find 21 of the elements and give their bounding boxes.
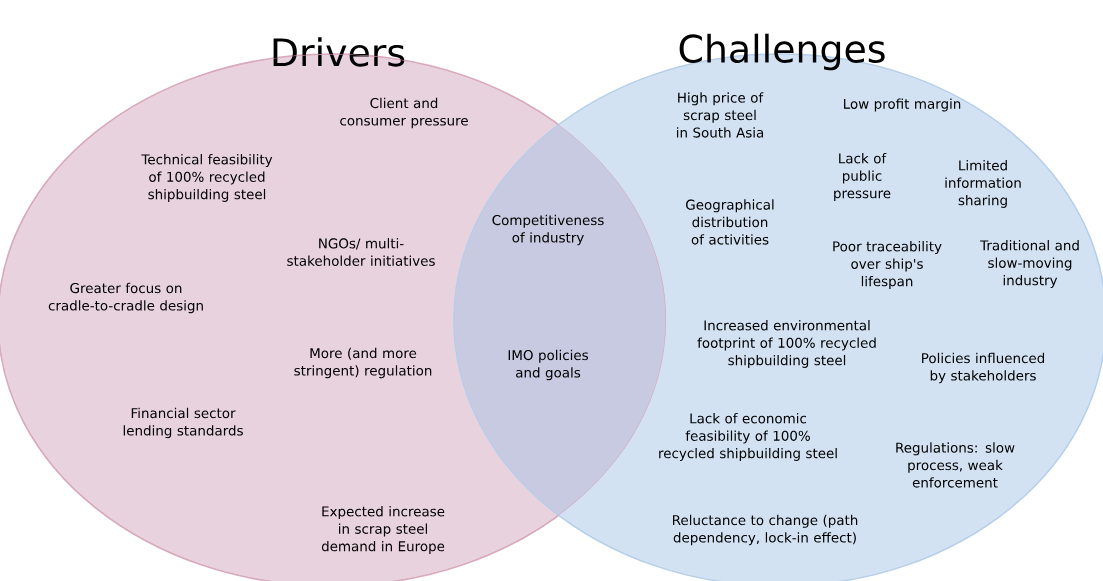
venn-label: Regulations: slow process, weak enforcement xyxy=(896,442,1015,488)
venn-label: More (and more stringent) regulation xyxy=(294,347,432,379)
venn-label: IMO policies and goals xyxy=(508,349,588,381)
venn-label: Client and consumer pressure xyxy=(340,97,468,129)
venn-label: Policies influenced by stakeholders xyxy=(922,352,1045,384)
venn-label: Financial sector lending standards xyxy=(123,407,243,439)
venn-label: High price of scrap steel in South Asia xyxy=(677,92,764,138)
venn-label: Greater focus on cradle-to-cradle design xyxy=(48,282,203,314)
venn-label: Limited information sharing xyxy=(945,160,1021,208)
venn-label: Lack of economic feasibility of 100% recycled shipbuilding steel xyxy=(659,413,837,461)
venn-label: Technical feasibility of 100% recycled shipbuilding steel xyxy=(141,154,273,202)
venn-label: Geographical distribution of activities xyxy=(686,199,774,245)
venn-label: Reluctance to change (path dependency, lock-in effect) xyxy=(673,514,858,546)
venn-label: NGOs/ multi-stakeholder initiatives xyxy=(287,238,435,266)
venn-label: Low profit margin xyxy=(844,98,961,112)
venn-label: Expected increase in scrap steel demand in Europe xyxy=(321,506,445,554)
venn-label: Increased environmental footprint of 100% recycled shipbuilding steel xyxy=(697,320,876,368)
venn-label: Traditional and slow-moving industry xyxy=(980,240,1079,288)
venn-label: Poor traceability over ship's lifespan xyxy=(833,241,942,289)
venn-label: Competitiveness of industry xyxy=(492,214,604,246)
venn-label: Lack of public pressure xyxy=(834,153,891,201)
